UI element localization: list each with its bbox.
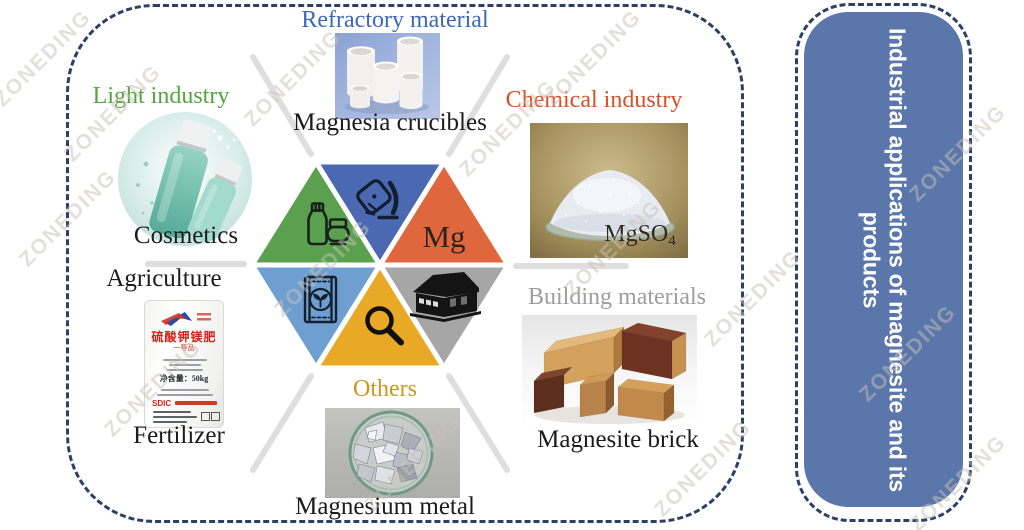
segment-agriculture xyxy=(249,262,383,371)
bag-grade-text: 一等品 xyxy=(173,344,195,352)
magnesite-brick-photo xyxy=(522,315,697,429)
side-panel-fill: Industrial applications of magnesite and… xyxy=(804,12,963,507)
main-dashed-frame xyxy=(66,4,744,523)
tall-cosmetic-bottle xyxy=(149,119,212,239)
crystal-sparkles xyxy=(565,178,655,222)
mgso4-photo xyxy=(530,123,688,258)
metal-chunks xyxy=(352,421,424,485)
product-label-mgso4: MgSO4 xyxy=(604,221,676,250)
product-label-magnesium-metal: Magnesium metal xyxy=(295,493,475,520)
water-drops xyxy=(136,161,154,215)
side-panel-title: Industrial applications of magnesite and… xyxy=(857,27,910,492)
cosmetics-bottles-icon xyxy=(307,202,350,246)
bricks xyxy=(533,322,687,422)
bag-brand-text: SDIC xyxy=(152,399,172,408)
fertilizer-bag: 硫酸钾镁肥 一等品 净含量：50kg SDIC xyxy=(144,300,224,428)
product-label-cosmetics: Cosmetics xyxy=(133,222,239,249)
product-label-magnesia-crucibles: Magnesia crucibles xyxy=(293,109,487,136)
bag-weight-text: 净含量：50kg xyxy=(159,374,209,383)
hexagon-segments xyxy=(249,159,511,371)
category-label-chemical: Chemical industry xyxy=(505,87,683,113)
bubbles xyxy=(212,129,236,149)
factory-icon xyxy=(410,272,481,322)
magnesia-crucibles-photo xyxy=(335,33,440,119)
fertilizer-logo xyxy=(161,312,211,326)
magnifier-icon xyxy=(365,306,404,346)
cosmetics-photo xyxy=(118,112,252,246)
category-label-refractory: Refractory material xyxy=(301,7,489,33)
magnesium-metal-photo xyxy=(325,408,460,498)
bag-title-text: 硫酸钾镁肥 xyxy=(151,330,217,344)
category-label-building-materials: Building materials xyxy=(528,284,706,310)
product-label-magnesite-brick: Magnesite brick xyxy=(537,426,699,453)
seed-bag-icon xyxy=(303,275,338,324)
sector-dividers xyxy=(145,54,629,473)
small-cosmetic-bottle xyxy=(187,158,243,244)
side-panel: Industrial applications of magnesite and… xyxy=(795,3,972,522)
category-label-agriculture: Agriculture xyxy=(106,265,222,292)
category-label-others: Others xyxy=(353,376,417,402)
mgso4-subscript: 4 xyxy=(668,233,676,249)
category-label-light-industry: Light industry xyxy=(92,83,230,109)
mgso4-base: MgSO xyxy=(604,221,669,247)
factory-windows xyxy=(419,296,467,307)
mg-symbol: Mg xyxy=(422,219,465,254)
crucible-cylinders xyxy=(347,36,423,109)
product-label-fertilizer: Fertilizer xyxy=(133,422,225,449)
pouring-crucible-icon xyxy=(356,179,399,220)
